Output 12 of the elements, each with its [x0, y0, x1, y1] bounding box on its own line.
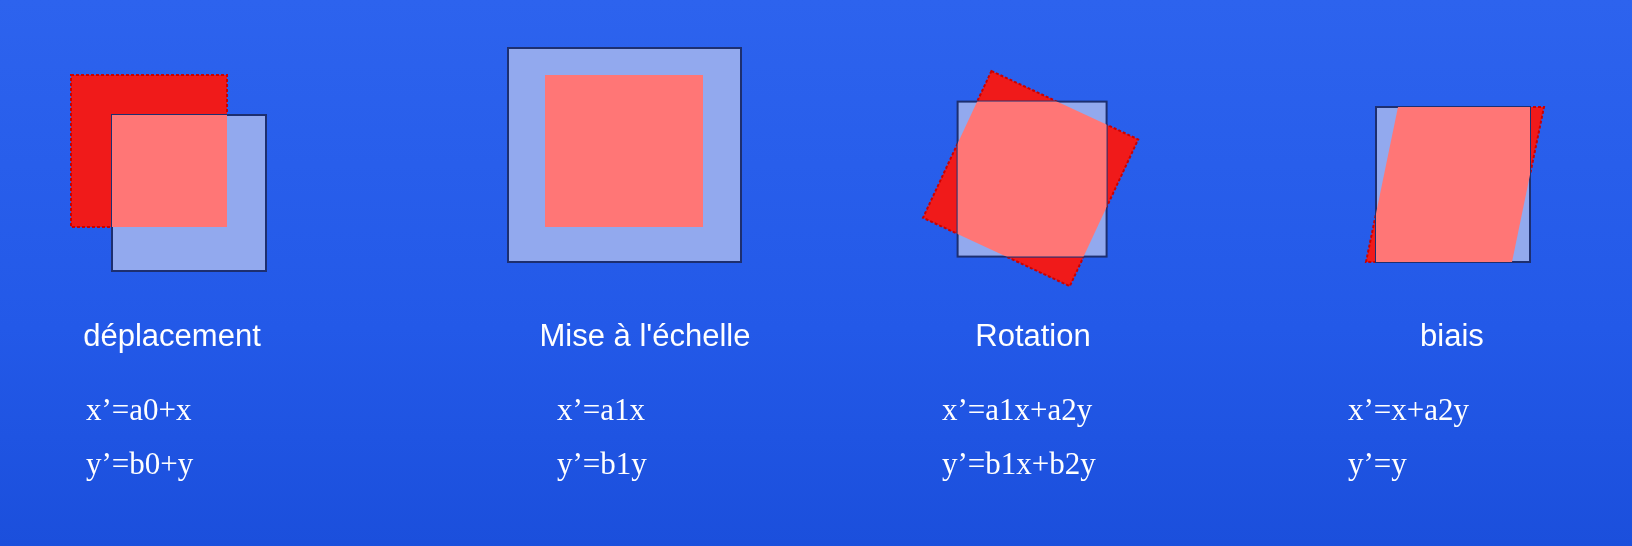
formula: x’=x+a2y [1348, 392, 1470, 428]
formula: y’=b1x+b2y [942, 446, 1096, 482]
formula: y’=b1y [557, 446, 647, 482]
formula: x’=a1x+a2y [942, 392, 1093, 428]
formula: x’=a1x [557, 392, 646, 428]
formula: y’=y [1348, 446, 1407, 482]
formula: y’=b0+y [86, 446, 194, 482]
transformation-name: déplacement [83, 318, 261, 354]
transformation-name: Rotation [975, 318, 1091, 354]
formula: x’=a0+x [86, 392, 192, 428]
transformation-name: Mise à l'échelle [539, 318, 751, 354]
transformation-name: biais [1420, 318, 1484, 354]
